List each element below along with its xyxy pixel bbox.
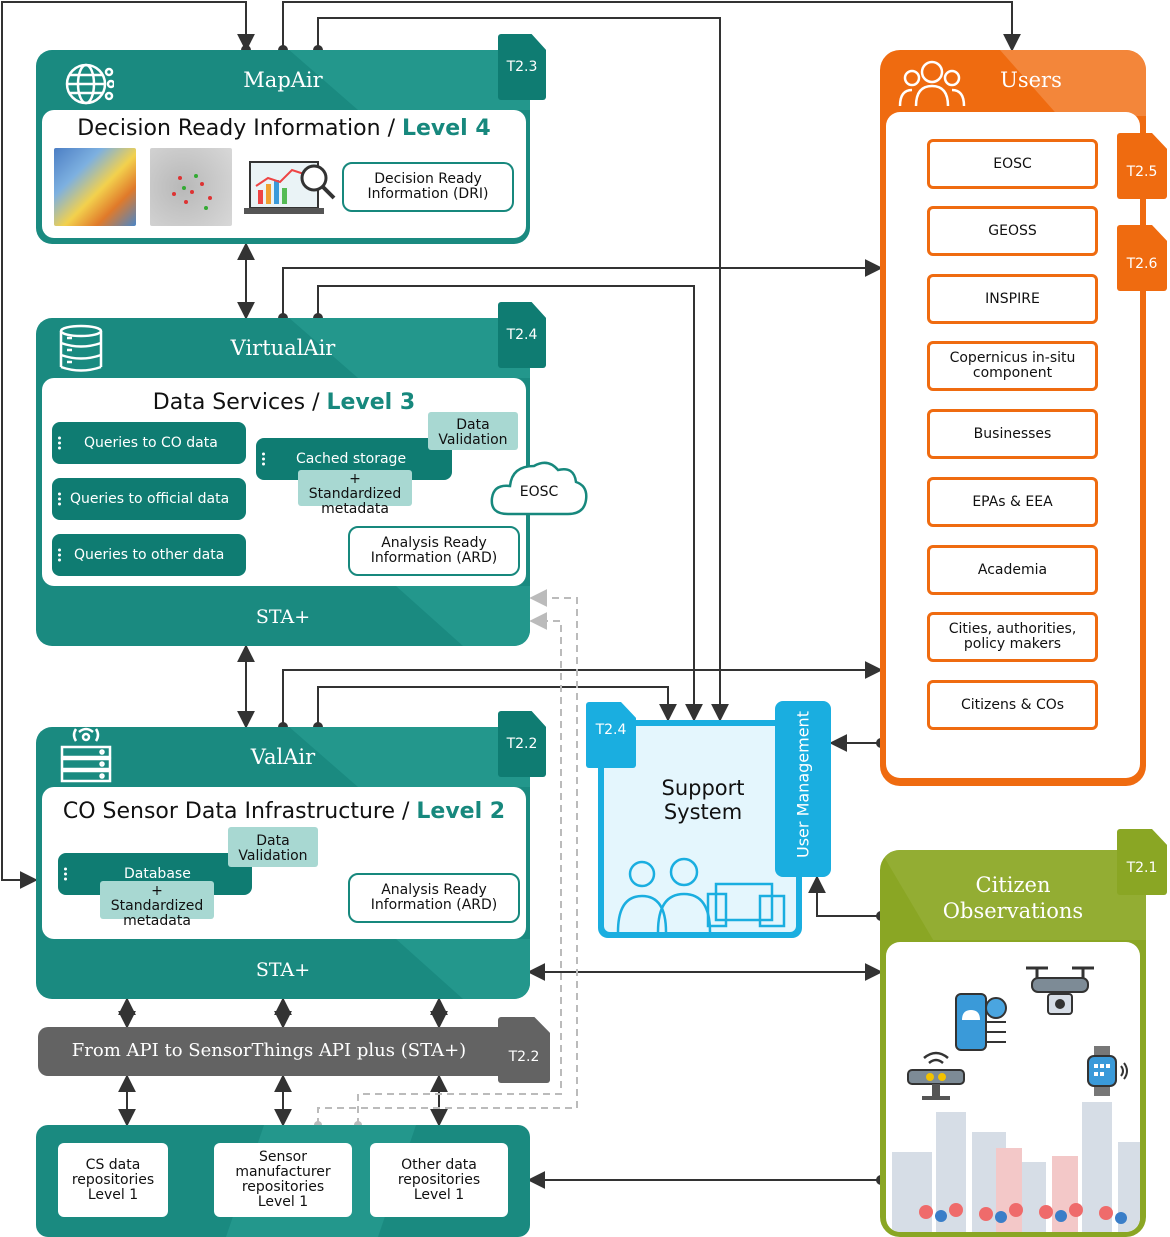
virtualair-panel: VirtualAir Data Services / Level 3 Queri… xyxy=(36,302,546,646)
mapair-title: MapAir xyxy=(243,68,323,92)
users-item-copernicus: Copernicus in-situ component xyxy=(927,341,1098,391)
query-official-data[interactable]: Queries to official data xyxy=(52,478,246,520)
virtualair-data-validation: Data Validation xyxy=(428,412,518,450)
api-bar: From API to SensorThings API plus (STA+) xyxy=(38,1027,508,1076)
users-tag-t25: T2.5 xyxy=(1117,133,1167,199)
mapair-card: Decision Ready Information / Level 4 Dec… xyxy=(42,110,526,238)
user-management-label: User Management xyxy=(793,711,813,858)
users-item-geoss: GEOSS xyxy=(927,206,1098,256)
smartwatch-icon xyxy=(1087,1046,1128,1096)
user-management-bar: User Management xyxy=(775,701,831,877)
support-title: Support System xyxy=(661,776,745,824)
support-staff-icon xyxy=(616,857,786,932)
support-tag: T2.4 xyxy=(586,702,636,768)
users-item-citizens: Citizens & COs xyxy=(927,680,1098,730)
users-group-icon xyxy=(898,56,966,108)
level-4-label: Level 4 xyxy=(401,116,491,141)
users-item-businesses: Businesses xyxy=(927,409,1098,459)
users-title: Users xyxy=(1000,68,1062,92)
users-item-epas: EPAs & EEA xyxy=(927,477,1098,527)
virtualair-sta-footer: STA+ xyxy=(255,606,311,628)
repo-sensor-manufacturer: Sensor manufacturer repositories Level 1 xyxy=(214,1143,352,1217)
map-points-thumbnail xyxy=(150,148,232,226)
valair-data-validation: Data Validation xyxy=(228,827,318,867)
virtualair-ard-box: Analysis Ready Information (ARD) xyxy=(348,526,520,576)
users-item-cities: Cities, authorities, policy makers xyxy=(927,612,1098,662)
valair-title: ValAir xyxy=(250,745,316,769)
cloud-icon xyxy=(490,461,588,516)
level-2-label: Level 2 xyxy=(416,799,506,824)
virtualair-standardized-metadata: + Standardized metadata xyxy=(298,470,412,517)
citizen-tag: T2.1 xyxy=(1117,829,1167,895)
repo-other-data: Other data repositories Level 1 xyxy=(370,1143,508,1217)
users-item-eosc: EOSC xyxy=(927,139,1098,189)
query-co-data[interactable]: Queries to CO data xyxy=(52,422,246,464)
virtualair-card: Data Services / Level 3 Queries to CO da… xyxy=(42,378,526,586)
virtualair-title: VirtualAir xyxy=(230,336,336,360)
citizen-panel: Citizen Observations xyxy=(880,850,1146,1237)
sensor-icon xyxy=(907,1051,965,1100)
mapair-card-title: Decision Ready Information / Level 4 xyxy=(77,116,491,141)
database-stack-icon xyxy=(58,324,104,374)
virtualair-tag: T2.4 xyxy=(498,302,546,368)
network-globe-icon xyxy=(62,58,116,110)
smartphone-icon xyxy=(955,993,1007,1051)
users-item-inspire: INSPIRE xyxy=(927,274,1098,324)
chart-magnifier-icon xyxy=(244,152,336,228)
api-bar-label: From API to SensorThings API plus (STA+) xyxy=(71,1040,467,1061)
server-rack-icon xyxy=(58,727,114,783)
api-bar-tag: T2.2 xyxy=(498,1017,550,1083)
mapair-panel: MapAir Decision Ready Information / Leve… xyxy=(36,34,546,244)
valair-panel: ValAir CO Sensor Data Infrastructure / L… xyxy=(36,711,546,999)
query-other-data[interactable]: Queries to other data xyxy=(52,534,246,576)
citizen-title: Citizen Observations xyxy=(942,873,1084,923)
citizen-card xyxy=(886,942,1140,1232)
users-tag-t26: T2.6 xyxy=(1117,225,1167,291)
eosc-cloud: EOSC xyxy=(488,454,590,520)
valair-sta-footer: STA+ xyxy=(255,959,311,981)
valair-card: CO Sensor Data Infrastructure / Level 2 … xyxy=(42,787,526,939)
map-heat-thumbnail xyxy=(54,148,136,226)
virtualair-card-title: Data Services / Level 3 xyxy=(152,390,416,415)
valair-standardized-metadata: + Standardized metadata xyxy=(100,881,214,929)
mapair-tag: T2.3 xyxy=(498,34,546,100)
valair-card-title: CO Sensor Data Infrastructure / Level 2 xyxy=(62,799,506,824)
eosc-cloud-label: EOSC xyxy=(519,484,559,500)
valair-tag: T2.2 xyxy=(498,711,546,777)
repositories-panel: CS data repositories Level 1 Sensor manu… xyxy=(36,1125,530,1237)
city-skyline-illustration xyxy=(892,1102,1140,1232)
drone-icon xyxy=(1026,966,1094,1015)
repo-cs-data: CS data repositories Level 1 xyxy=(58,1143,168,1217)
dri-box: Decision Ready Information (DRI) xyxy=(342,162,514,212)
users-item-academia: Academia xyxy=(927,545,1098,595)
level-3-label: Level 3 xyxy=(326,390,416,415)
valair-ard-box: Analysis Ready Information (ARD) xyxy=(348,873,520,923)
